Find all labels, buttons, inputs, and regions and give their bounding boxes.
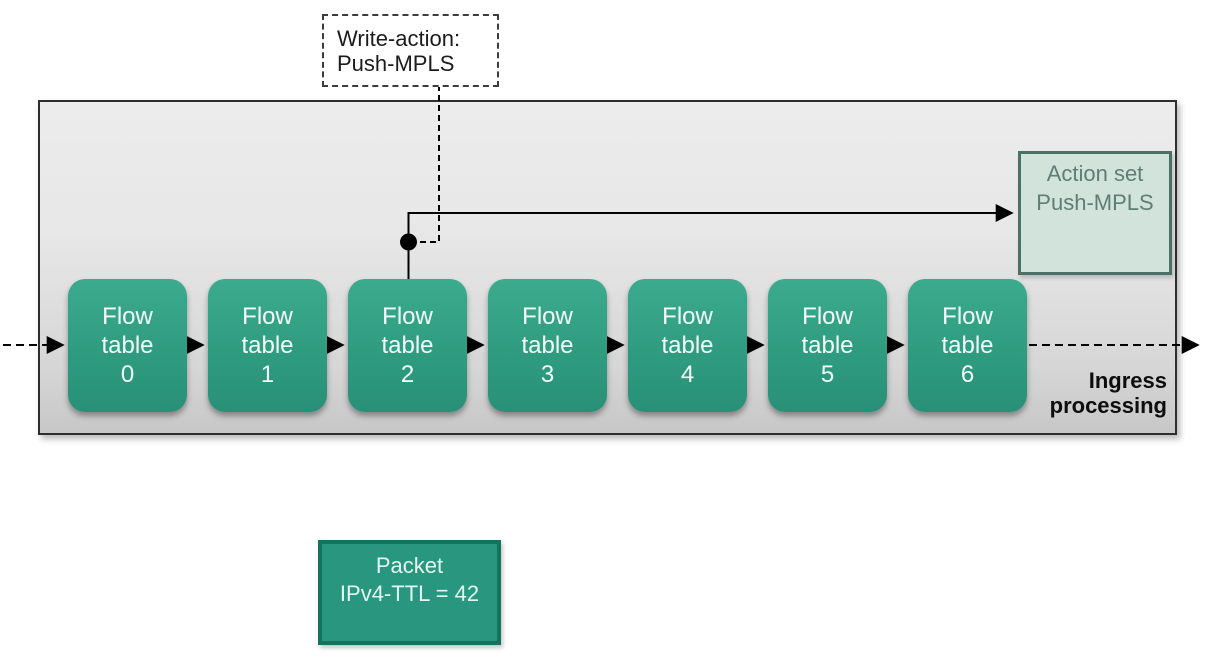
flow-table-6-label: Flow table 6 [941, 303, 994, 388]
flow-table-6: Flow table 6 [908, 279, 1027, 412]
ingress-processing-label: Ingress processing [1049, 368, 1167, 418]
flow-table-3: Flow table 3 [488, 279, 607, 412]
flow-table-0-label: Flow table 0 [101, 303, 154, 388]
packet-box: Packet IPv4-TTL = 42 [318, 540, 501, 645]
write-action-label: Write-action: Push-MPLS [337, 25, 461, 76]
action-set-box: Action set Push-MPLS [1018, 151, 1172, 275]
flow-table-4-label: Flow table 4 [661, 303, 714, 388]
flow-table-5-label: Flow table 5 [801, 303, 854, 388]
action-set-label: Action set Push-MPLS [1036, 161, 1154, 215]
flow-table-2-label: Flow table 2 [381, 303, 434, 388]
flow-table-1: Flow table 1 [208, 279, 327, 412]
flow-table-2: Flow table 2 [348, 279, 467, 412]
flow-table-4: Flow table 4 [628, 279, 747, 412]
packet-label: Packet IPv4-TTL = 42 [339, 553, 480, 606]
flow-table-5: Flow table 5 [768, 279, 887, 412]
write-action-callout: Write-action: Push-MPLS [322, 14, 499, 87]
flow-table-0: Flow table 0 [68, 279, 187, 412]
flow-table-3-label: Flow table 3 [521, 303, 574, 388]
flow-table-1-label: Flow table 1 [241, 303, 294, 388]
